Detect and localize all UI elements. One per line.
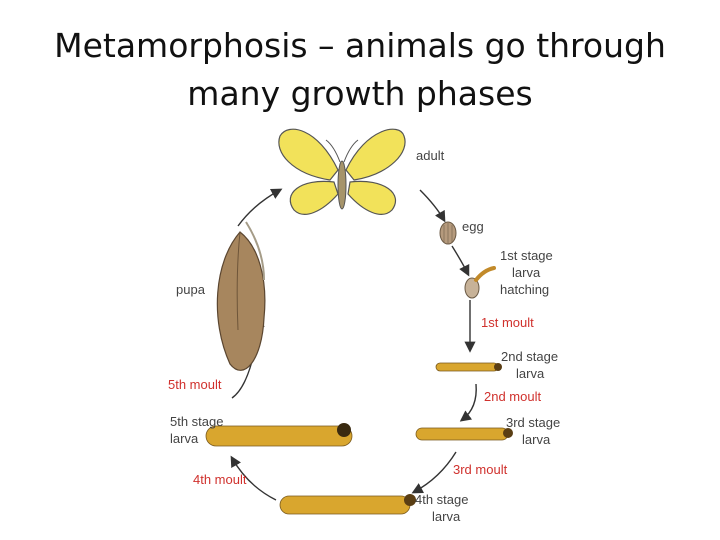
arrow-adult-to-egg xyxy=(419,189,446,223)
title-line-2: many growth phases xyxy=(187,74,533,113)
label-larva3-line-2: larva xyxy=(522,432,551,447)
label-larva5-line-2: larva xyxy=(170,431,199,446)
arrow-larva2-to-larva3 xyxy=(459,383,477,422)
label-moult-4: 4th moult xyxy=(193,472,247,487)
label-larva2-line-1: 2nd stage xyxy=(501,349,558,364)
label-larva3-line-1: 3rd stage xyxy=(506,415,560,430)
label-moult-2: 2nd moult xyxy=(484,389,541,404)
arrow-egg-to-hatching xyxy=(451,245,470,277)
label-hatch-line-1: 1st stage xyxy=(500,248,553,263)
larva-4th-stage-icon xyxy=(279,494,416,515)
slide-title: Metamorphosis – animals go through many … xyxy=(0,22,720,118)
label-larva5-line-1: 5th stage xyxy=(170,414,224,429)
larva-2nd-stage-icon xyxy=(435,362,502,372)
butterfly-adult-icon xyxy=(278,128,406,215)
label-egg: egg xyxy=(462,219,484,234)
arrow-larva4-to-larva5 xyxy=(230,455,277,501)
label-adult: adult xyxy=(416,148,445,163)
label-larva4-line-1: 4th stage xyxy=(415,492,469,507)
hatching-larva-icon xyxy=(464,266,496,299)
label-pupa: pupa xyxy=(176,282,206,297)
label-larva4-line-2: larva xyxy=(432,509,461,524)
pupa-icon xyxy=(216,221,266,371)
label-moult-5: 5th moult xyxy=(168,377,222,392)
label-moult-3: 3rd moult xyxy=(453,462,508,477)
label-hatch-line-2: larva xyxy=(512,265,541,280)
arrow-larva3-to-larva4 xyxy=(411,451,457,494)
label-hatch-line-3: hatching xyxy=(500,282,549,297)
arrow-pupa-to-adult xyxy=(237,188,283,227)
larva-3rd-stage-icon xyxy=(415,427,513,441)
title-line-1: Metamorphosis – animals go through xyxy=(54,26,666,65)
label-moult-1: 1st moult xyxy=(481,315,534,330)
larva-5th-stage-icon xyxy=(205,423,353,447)
egg-icon xyxy=(439,221,457,245)
label-larva2-line-2: larva xyxy=(516,366,545,381)
